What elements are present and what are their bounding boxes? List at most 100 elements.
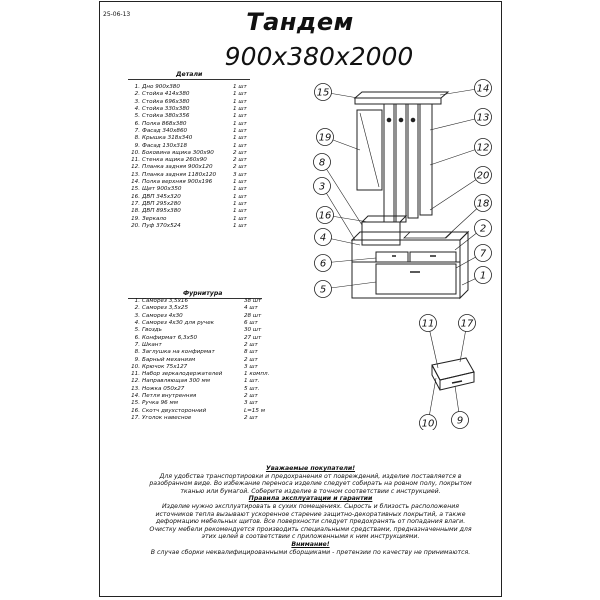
parts-row-number: 6. <box>134 120 140 127</box>
fittings-row-qty: 30 шт <box>244 327 262 334</box>
parts-heading-underline <box>128 79 250 80</box>
fittings-row-name: Набор зеркалодержателей <box>142 371 223 378</box>
parts-row-name: Фасад 340x860 <box>142 127 188 134</box>
callout-number: 18 <box>477 199 490 210</box>
callout-circle <box>458 314 476 332</box>
callout-circle <box>419 314 437 332</box>
parts-row-name: Стойка 380x356 <box>142 113 190 120</box>
callout-marker: 18 <box>474 194 492 212</box>
callout-number: 10 <box>422 419 435 430</box>
callout-number: 16 <box>319 211 332 222</box>
fittings-row-name: Ножка 050x27 <box>142 385 185 392</box>
parts-row-number: 2. <box>134 91 140 98</box>
rules-heading: Правила эксплуатации и гарантии <box>248 495 373 503</box>
callout-number: 4 <box>320 233 326 244</box>
warning-heading: Внимание! <box>291 540 330 548</box>
callout-marker: 10 <box>419 414 437 430</box>
callout-circle <box>313 153 331 171</box>
callout-number: 11 <box>422 319 435 330</box>
callout-marker: 5 <box>314 280 332 298</box>
parts-row-number: 17. <box>131 201 140 207</box>
parts-row-number: 11. <box>131 157 140 164</box>
parts-row-qty: 2 шт <box>233 164 247 171</box>
callout-leader-line <box>321 185 356 241</box>
fittings-row-name: Саморез 4x30 <box>142 312 183 319</box>
notice-heading: Уважаемые покупатели! <box>265 465 356 472</box>
callout-number: 12 <box>477 143 490 154</box>
parts-row-name: Полка верхняя 900x196 <box>142 179 213 186</box>
callout-circle <box>474 194 492 212</box>
callout-leader-line <box>429 174 484 211</box>
fittings-row-name: Конфирмат 6,3x50 <box>142 334 198 341</box>
callout-circle <box>314 228 332 246</box>
parts-row-number: 8. <box>134 135 140 142</box>
parts-row-qty: 1 шт <box>233 105 247 112</box>
callout-leader-line <box>429 116 484 131</box>
parts-row-qty: 1 шт <box>233 193 247 200</box>
fittings-row-number: 13. <box>131 385 140 392</box>
callout-marker: 12 <box>474 138 492 156</box>
fittings-row-qty: 4 шт <box>244 305 258 312</box>
parts-row-number: 13. <box>131 171 140 178</box>
callout-number: 6 <box>320 259 326 270</box>
parts-row-number: 10. <box>131 149 140 156</box>
hallway-unit-illustration <box>350 91 470 300</box>
parts-row-qty: 1 шт <box>233 91 247 98</box>
fittings-row-qty: 2 шт <box>244 415 258 421</box>
fittings-row-qty: 3 шт <box>244 363 258 370</box>
parts-row-name: ДВП 345x320 <box>142 193 181 200</box>
fittings-row-name: Ручка 96 мм <box>142 400 178 407</box>
parts-row-name: Планка задняя 1180x120 <box>142 171 217 178</box>
fittings-row-number: 3. <box>134 312 140 319</box>
callout-circle <box>474 219 492 237</box>
fittings-row-name: Крючок 75x127 <box>142 363 188 370</box>
rules-line: деформацию мебельных щитов. Все поверхно… <box>155 518 466 526</box>
fittings-row-qty: 1 шт. <box>244 378 260 385</box>
fittings-row-name: Направляющая 300 мм <box>142 378 210 385</box>
fittings-heading: Фурнитура <box>183 290 223 297</box>
callout-number: 2 <box>480 224 486 235</box>
parts-row-number: 20. <box>131 222 140 229</box>
fittings-row-number: 9. <box>134 356 140 363</box>
parts-row-qty: 2 шт <box>233 149 247 156</box>
callout-marker: 14 <box>474 79 492 97</box>
fittings-row-qty: 6 шт <box>244 319 258 326</box>
fittings-row-qty: 5 шт. <box>244 385 260 392</box>
fittings-row-number: 10. <box>131 363 140 370</box>
fittings-row-qty: 8 шт <box>244 349 258 356</box>
fittings-row-name: Петля внутренняя <box>142 393 197 400</box>
callout-number: 7 <box>480 249 487 260</box>
fittings-row-number: 5. <box>134 327 140 334</box>
fittings-row-number: 6. <box>134 334 140 341</box>
callout-number: 17 <box>461 319 474 330</box>
callout-marker: 19 <box>316 128 334 146</box>
fittings-row-number: 7. <box>134 341 140 348</box>
fittings-row-qty: 38 шт <box>244 298 262 304</box>
product-title: Тандем <box>246 8 354 36</box>
fittings-row-qty: 27 шт <box>244 334 262 341</box>
print-date: 25-06-13 <box>103 11 131 18</box>
callout-circle <box>316 206 334 224</box>
notice-line: Для удобства транспортировки и предохран… <box>159 472 462 480</box>
rules-line: источников тепла вызывают ускоренное ста… <box>155 510 466 518</box>
product-dimensions: 900x380x2000 <box>224 42 414 71</box>
callout-leader-line <box>321 161 363 226</box>
parts-row-name: Фасад 130x318 <box>142 142 188 149</box>
notice-line: тканью или бумагой. Соберите изделие в т… <box>180 487 441 495</box>
parts-row-qty: 1 шт <box>233 120 247 127</box>
callout-circle <box>474 108 492 126</box>
callout-marker: 9 <box>451 411 469 429</box>
fittings-row-name: Скотч двухсторонний <box>142 407 207 414</box>
parts-row-qty: 1 шт <box>233 208 247 215</box>
callout-marker: 1 <box>474 266 492 284</box>
parts-row-qty: 1 шт <box>233 98 247 105</box>
fittings-row-qty: L=15 м <box>244 407 265 414</box>
callout-marker: 2 <box>474 219 492 237</box>
fittings-row-name: Саморез 3,5x16 <box>142 298 189 304</box>
parts-row-name: Щит 900x350 <box>142 186 182 193</box>
parts-row-name: Стойка 696x380 <box>142 98 190 105</box>
rules-line: Очистку мебели рекомендуется производить… <box>149 525 472 533</box>
callout-marker: 3 <box>313 177 331 195</box>
fittings-row-number: 15. <box>131 400 140 407</box>
callout-number: 20 <box>477 171 490 182</box>
